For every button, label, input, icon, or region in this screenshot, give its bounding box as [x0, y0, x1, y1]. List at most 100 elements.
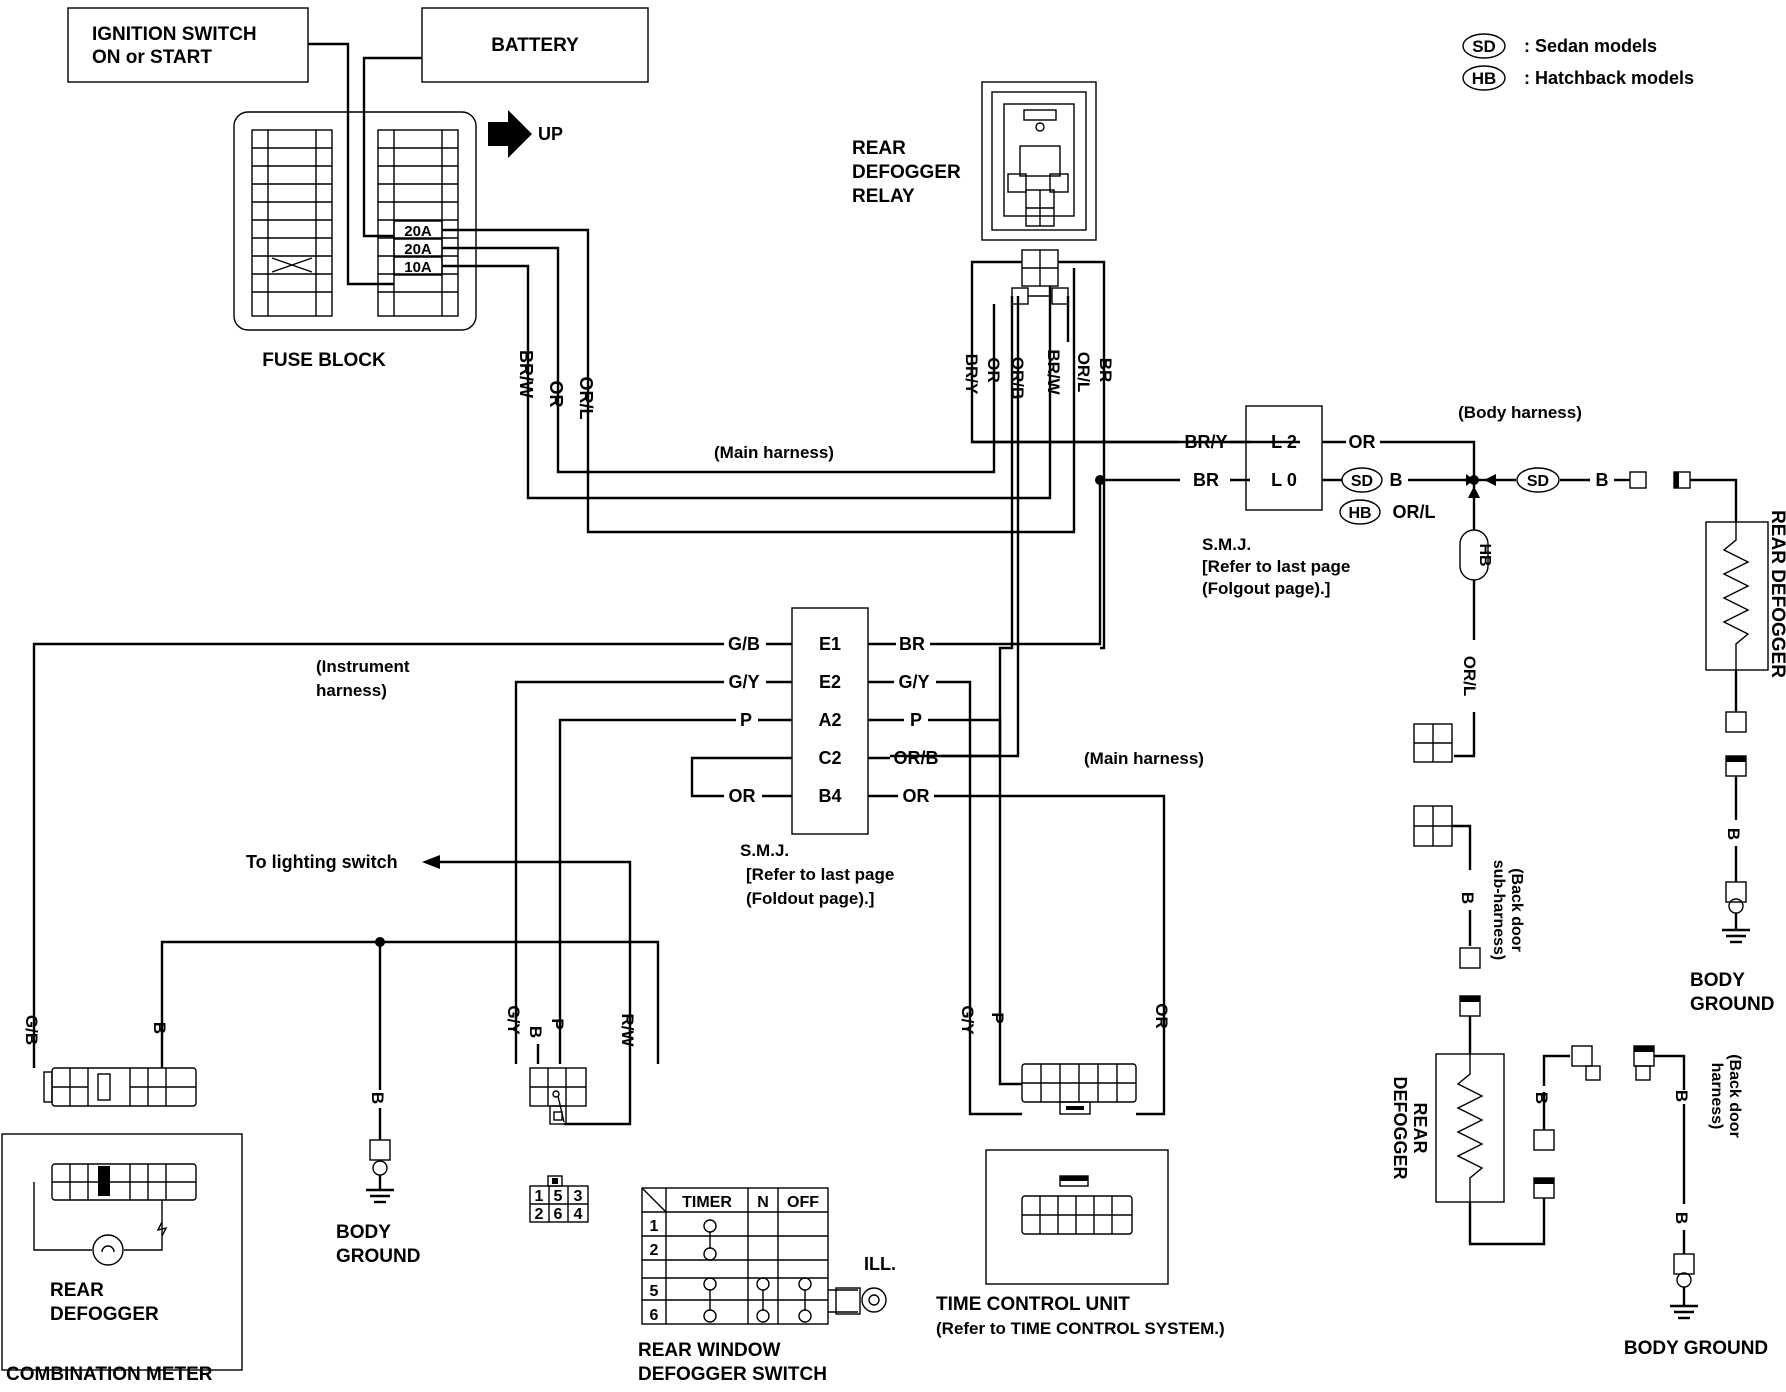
bd-sub-wire-b: B: [1458, 892, 1477, 904]
relay-wire-or: OR: [984, 357, 1003, 383]
switch-head-timer: TIMER: [682, 1194, 732, 1211]
battery-label: BATTERY: [491, 35, 579, 56]
gnd-wire-b: B: [368, 1092, 387, 1104]
smj-a-label-2: [Refer to last page: [1202, 557, 1350, 576]
pin-numbering: 1 5 3 2 6 4: [529, 1175, 589, 1223]
switch-row-1: 1: [650, 1218, 659, 1235]
combination-meter-connector: [43, 1067, 197, 1107]
back-door-label-2: harness): [1708, 1063, 1725, 1130]
relay-label-3: RELAY: [852, 186, 915, 207]
smj-left-or: OR: [729, 786, 756, 806]
wire-br-w: BR/W: [516, 350, 536, 398]
back-door-sub-label-1: (Back door: [1508, 868, 1525, 952]
pin-2: 2: [535, 1206, 544, 1223]
bottom-body-ground: BODY GROUND: [1624, 1338, 1768, 1359]
instrument-harness-label-2: harness): [316, 681, 387, 700]
terminal-e2: E2: [819, 672, 841, 692]
relay-wire-br: BR: [1096, 358, 1115, 383]
rear-defogger-hatchback: REAR DEFOGGER: [1390, 995, 1546, 1246]
hb-badge-1: HB: [1348, 505, 1371, 522]
sd-wire-b: B: [1390, 470, 1403, 490]
pin-5: 5: [554, 1188, 563, 1205]
terminal-l2: L 2: [1271, 432, 1297, 452]
main-harness-label-1: (Main harness): [714, 443, 834, 462]
relay-label-2: DEFOGGER: [852, 162, 961, 183]
tcu-wire-or: OR: [1152, 1003, 1171, 1029]
pin-6: 6: [554, 1206, 563, 1223]
tcu-label-2: (Refer to TIME CONTROL SYSTEM.): [936, 1319, 1225, 1338]
meter-wire-g-b: G/B: [22, 1015, 41, 1045]
relay-connector: [1011, 249, 1069, 305]
relay-wire-or-l: OR/L: [1074, 352, 1093, 393]
fuse-20a-1: 20A: [404, 223, 432, 240]
hb-wire-b2: B: [1672, 1090, 1691, 1102]
rear-window-label-2: DEFOGGER SWITCH: [638, 1364, 827, 1385]
switch-row-6: 6: [650, 1307, 659, 1324]
right-body-ground-2: GROUND: [1690, 994, 1774, 1015]
body-ground-2: GROUND: [336, 1246, 420, 1267]
up-arrow-icon: UP: [488, 110, 563, 158]
tcu-wire-g-y: G/Y: [958, 1005, 977, 1035]
smj-right-p: P: [910, 710, 922, 730]
switch-row-2: 2: [650, 1242, 659, 1259]
main-harness-label-2: (Main harness): [1084, 749, 1204, 768]
terminal-l0: L 0: [1271, 470, 1297, 490]
back-door-label-1: (Back door: [1726, 1054, 1743, 1138]
hb-badge-vert: HB: [1476, 543, 1493, 566]
smj-right-or-b: OR/B: [894, 748, 939, 768]
hb-wire-b1: B: [1532, 1092, 1551, 1104]
relay-label-1: REAR: [852, 138, 906, 159]
smj-a-label-3: (Folgout page).]: [1202, 579, 1330, 598]
switch-head-off: OFF: [787, 1194, 819, 1211]
smj-a: L 2 L 0 S.M.J. [Refer to last page (Folg…: [1202, 405, 1350, 598]
legend-sd-text: : Sedan models: [1524, 36, 1657, 56]
smj-right-or: OR: [903, 786, 930, 806]
up-label: UP: [538, 124, 563, 144]
pin-4: 4: [574, 1206, 583, 1223]
legend: SD : Sedan models HB : Hatchback models: [1462, 33, 1694, 91]
sw-wire-g-y: G/Y: [504, 1005, 523, 1035]
switch-head-n: N: [757, 1194, 769, 1211]
smj-b: E1 E2 A2 C2 B4 S.M.J. [Refer to last pag…: [740, 607, 894, 908]
switch-connector: [529, 1067, 587, 1125]
sw-wire-r-w: R/W: [618, 1013, 637, 1047]
ignition-switch-label: IGNITION SWITCH: [92, 24, 257, 45]
smj-left-g-b: G/B: [728, 634, 760, 654]
vert-wire-or-l: OR/L: [1460, 656, 1479, 697]
rear-window-label-1: REAR WINDOW: [638, 1340, 781, 1361]
fuse-10a: 10A: [404, 259, 432, 276]
meter-rear-defogger-2: DEFOGGER: [50, 1304, 159, 1325]
body-harness-label: (Body harness): [1458, 403, 1582, 422]
ignition-switch: IGNITION SWITCH ON or START: [67, 7, 309, 83]
terminal-b4: B4: [818, 786, 841, 806]
sw-wire-p: P: [548, 1018, 567, 1029]
to-lighting-label: To lighting switch: [246, 852, 398, 872]
body-ground-1: BODY: [336, 1222, 391, 1243]
sw-wire-b: B: [526, 1026, 545, 1038]
hb-wire-b3: B: [1672, 1212, 1691, 1224]
fuse-20a-2: 20A: [404, 241, 432, 258]
ignition-switch-state: ON or START: [92, 47, 212, 68]
pin-1: 1: [535, 1188, 544, 1205]
legend-hb-text: : Hatchback models: [1524, 68, 1694, 88]
smj-wire-br: BR: [1193, 470, 1219, 490]
instrument-harness-label-1: (Instrument: [316, 657, 410, 676]
wire-or-l: OR/L: [576, 377, 596, 420]
right-ground-wire-b: B: [1724, 828, 1743, 840]
smj-b-label-3: (Foldout page).]: [746, 889, 874, 908]
meter-wire-b: B: [150, 1022, 169, 1034]
relay-wire-br-y: BR/Y: [962, 354, 981, 395]
terminal-a2: A2: [818, 710, 841, 730]
smj-left-p: P: [740, 710, 752, 730]
relay-wire-br-w: BR/W: [1044, 349, 1063, 395]
tcu-wire-p: P: [988, 1012, 1007, 1023]
fuse-block-label: FUSE BLOCK: [262, 350, 386, 371]
smj-wire-br-y: BR/Y: [1184, 432, 1227, 452]
tcu-connector: [1021, 1063, 1137, 1115]
smj-wire-or: OR: [1349, 432, 1376, 452]
wire-or: OR: [546, 381, 566, 408]
rear-defogger-vert-label: REAR DEFOGGER: [1767, 510, 1786, 678]
terminal-e1: E1: [819, 634, 841, 654]
smj-right-g-y: G/Y: [898, 672, 929, 692]
